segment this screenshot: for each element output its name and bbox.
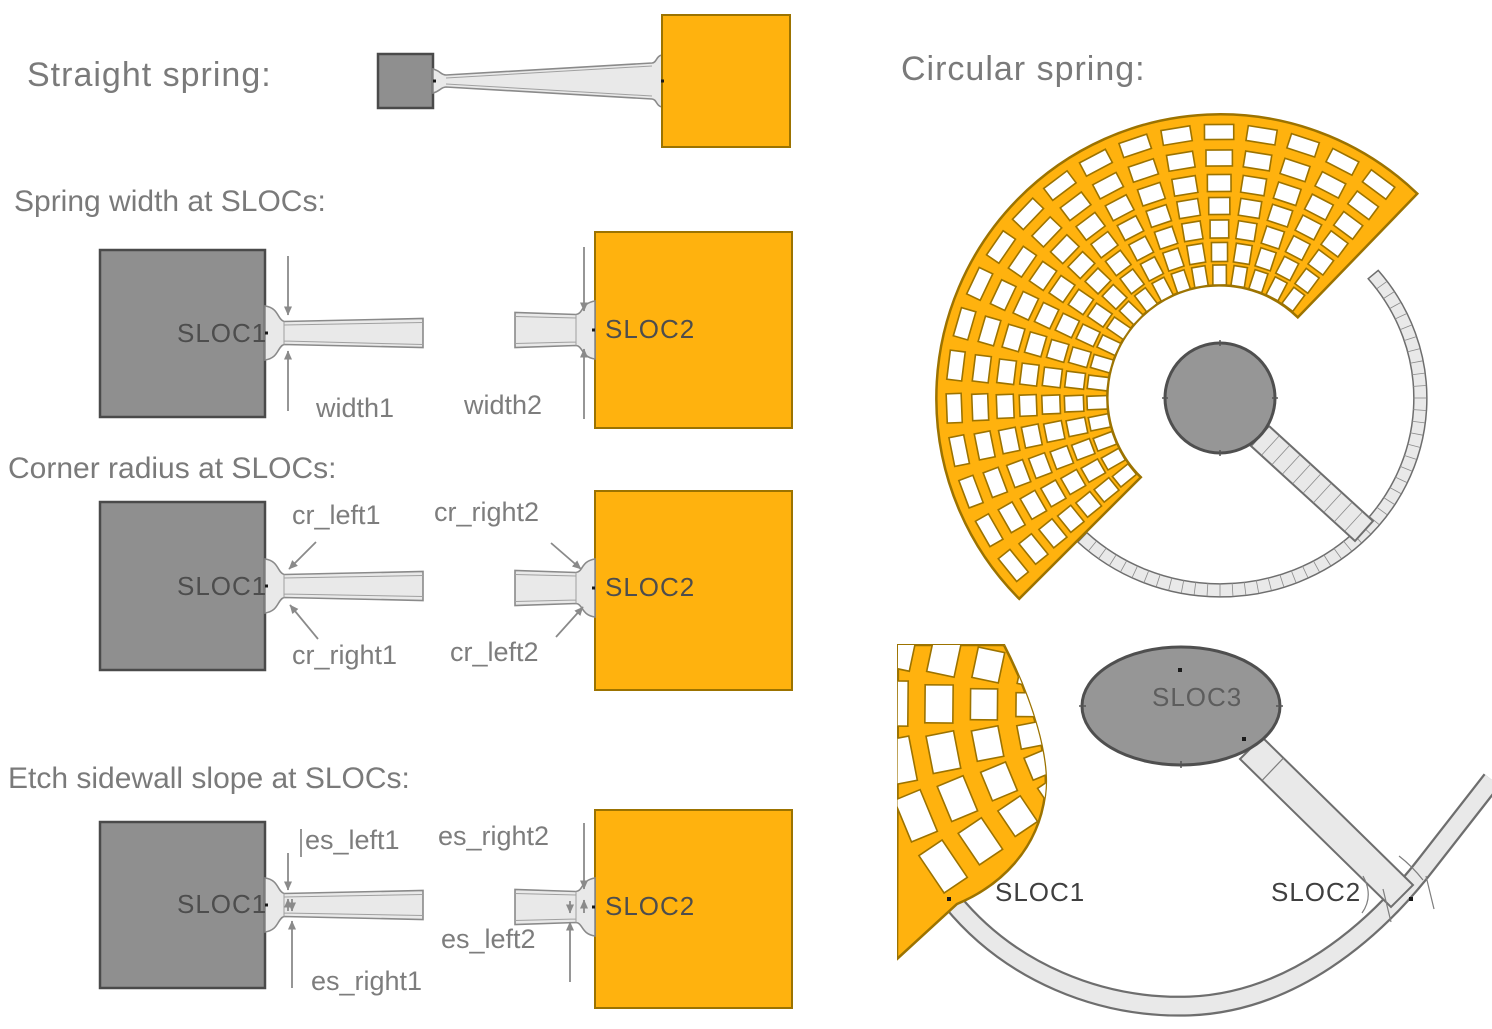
detail-sloc1-label: SLOC1 [995, 877, 1086, 907]
straight-spring-title: Straight spring: [27, 56, 272, 94]
sloc-marker-dot [265, 331, 268, 335]
sloc-marker-dot [265, 903, 268, 907]
spring-bevel-lines [514, 314, 577, 346]
spring-width-figure [98, 231, 793, 429]
spring-bevel-lines [514, 572, 577, 604]
sloc-marker-dot [433, 79, 436, 83]
beam-seam [1262, 757, 1284, 781]
width2-label: width2 [464, 390, 543, 420]
sloc-marker-dot [265, 584, 268, 588]
spring-bevel-lines [283, 574, 424, 598]
section-heading-etch-slope: Etch sidewall slope at SLOCs: [8, 762, 410, 795]
hub-quadrant-ticks [1162, 340, 1278, 456]
anchor-square [98, 500, 267, 672]
junction-seam [1425, 875, 1435, 910]
cr-left1-label: cr_left1 [292, 500, 381, 530]
corner-radius-figure [98, 490, 793, 691]
es-left2-label: es_left2 [441, 924, 536, 954]
perforated-fan [935, 113, 1420, 601]
width1-label: width1 [316, 393, 395, 423]
sloc1-label-etch: SLOC1 [177, 889, 268, 919]
spring-beam-right [514, 558, 596, 618]
es-right2-label: es_right2 [438, 821, 550, 851]
circular-spring-figure [935, 113, 1428, 601]
shuttle-square [594, 231, 793, 429]
sloc1-label-width: SLOC1 [177, 318, 268, 348]
straight-spring-figure [376, 14, 791, 148]
etch-slope-figure [98, 809, 793, 1009]
spring-beam-right [514, 300, 596, 360]
spring-bevel-lines [445, 65, 653, 97]
sloc-marker-dot [592, 586, 595, 590]
section-heading-spring-width: Spring width at SLOCs: [14, 185, 326, 218]
sloc2-label-width: SLOC2 [605, 314, 696, 344]
sloc-marker-dot [592, 328, 595, 332]
detail-hub-quadrant-ticks [1079, 705, 1283, 768]
cr-right1-label: cr_right1 [292, 640, 398, 670]
shuttle-square [661, 14, 791, 148]
spring-bevel-lines [514, 891, 577, 923]
detail-sloc3-label: SLOC3 [1152, 682, 1243, 712]
detail-sloc2-label: SLOC2 [1271, 877, 1362, 907]
width-dimension-arrows [284, 247, 588, 419]
anchor-square [376, 52, 435, 110]
fan-perforations [945, 123, 1396, 583]
shuttle-square [594, 490, 793, 691]
sloc2-label-corner: SLOC2 [605, 572, 696, 602]
beam-segment-marks [1261, 435, 1363, 532]
junction-fillet [1361, 875, 1369, 914]
hub-circle [1163, 341, 1277, 455]
sloc-marker-dot [661, 79, 664, 83]
sloc1-label-corner: SLOC1 [177, 571, 268, 601]
anchor-square [98, 248, 267, 419]
anchor-square [98, 820, 267, 990]
cr-right2-label: cr_right2 [434, 497, 540, 527]
junction-fillet [1398, 855, 1424, 881]
circular-spring-band [1076, 269, 1428, 598]
cr-left2-label: cr_left2 [450, 637, 539, 667]
section-heading-corner-radius: Corner radius at SLOCs: [8, 452, 337, 485]
spring-beam [432, 54, 663, 108]
spring-beam-left [264, 877, 424, 933]
etch-slope-arrows [284, 823, 588, 988]
circular-spring-title: Circular spring: [901, 50, 1146, 88]
detail-sloc-marker-dots [947, 668, 1413, 901]
spring-beam-left [264, 305, 424, 361]
shuttle-square [594, 809, 793, 1009]
sloc-marker-dot [592, 905, 595, 909]
corner-radius-arrows [288, 541, 584, 640]
sloc2-label-etch: SLOC2 [605, 891, 696, 921]
junction-seam [1382, 888, 1392, 923]
spring-bevel-lines [283, 321, 424, 345]
es-left1-label: es_left1 [305, 825, 400, 855]
es-right1-label: es_right1 [311, 966, 423, 996]
spring-beam-left [264, 558, 424, 614]
detail-band [945, 774, 1492, 1015]
